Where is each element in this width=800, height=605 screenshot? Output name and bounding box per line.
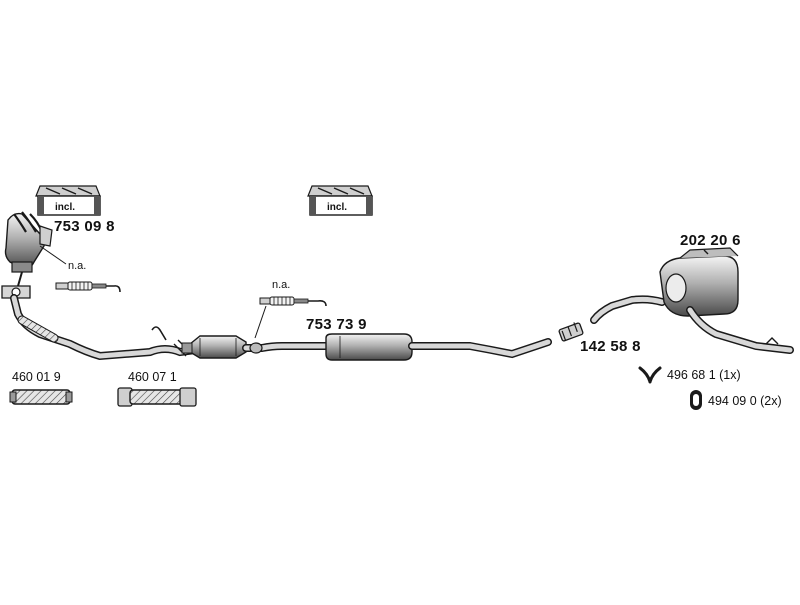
front-pipe	[10, 294, 199, 361]
flex-pipe-a-part-number: 460 01 9	[12, 370, 61, 384]
lambda-sensor-a	[55, 281, 121, 293]
tail-pipe	[686, 306, 794, 354]
flex-pipe-b-part-number: 460 07 1	[128, 370, 177, 384]
flex-pipe-b	[117, 387, 197, 407]
lambda-sensor-b	[254, 296, 327, 339]
exhaust-manifold	[1, 211, 53, 299]
intermediate-pipe	[408, 338, 552, 359]
rear-pipe	[590, 295, 666, 324]
hanger-part-number: 496 68 1 (1x)	[667, 368, 741, 382]
flex-pipe-a	[9, 389, 73, 405]
middle-pipe	[242, 342, 334, 354]
leader-line	[39, 245, 67, 265]
kit-b-label: incl.	[327, 202, 348, 213]
kit-a-label: incl.	[55, 202, 76, 213]
sensor-a-note: n.a.	[68, 260, 87, 272]
rubber-ring-icon	[690, 390, 702, 410]
front-pipe-part-number: 753 73 9	[306, 316, 367, 333]
sensor-b-note: n.a.	[272, 279, 291, 291]
manifold-part-number: 753 09 8	[54, 218, 115, 235]
middle-silencer	[325, 333, 413, 361]
kit-box-b	[307, 185, 373, 216]
rear-silencer	[659, 247, 739, 317]
rear-silencer-part-number: 202 20 6	[680, 232, 741, 249]
clamp-part-number: 142 58 8	[580, 338, 641, 355]
hanger-icon	[638, 366, 662, 384]
rubber-ring-part-number: 494 09 0 (2x)	[708, 394, 782, 408]
kit-box-a	[35, 185, 101, 216]
catalytic-converter	[181, 335, 247, 359]
pipe-clamp	[558, 322, 584, 342]
